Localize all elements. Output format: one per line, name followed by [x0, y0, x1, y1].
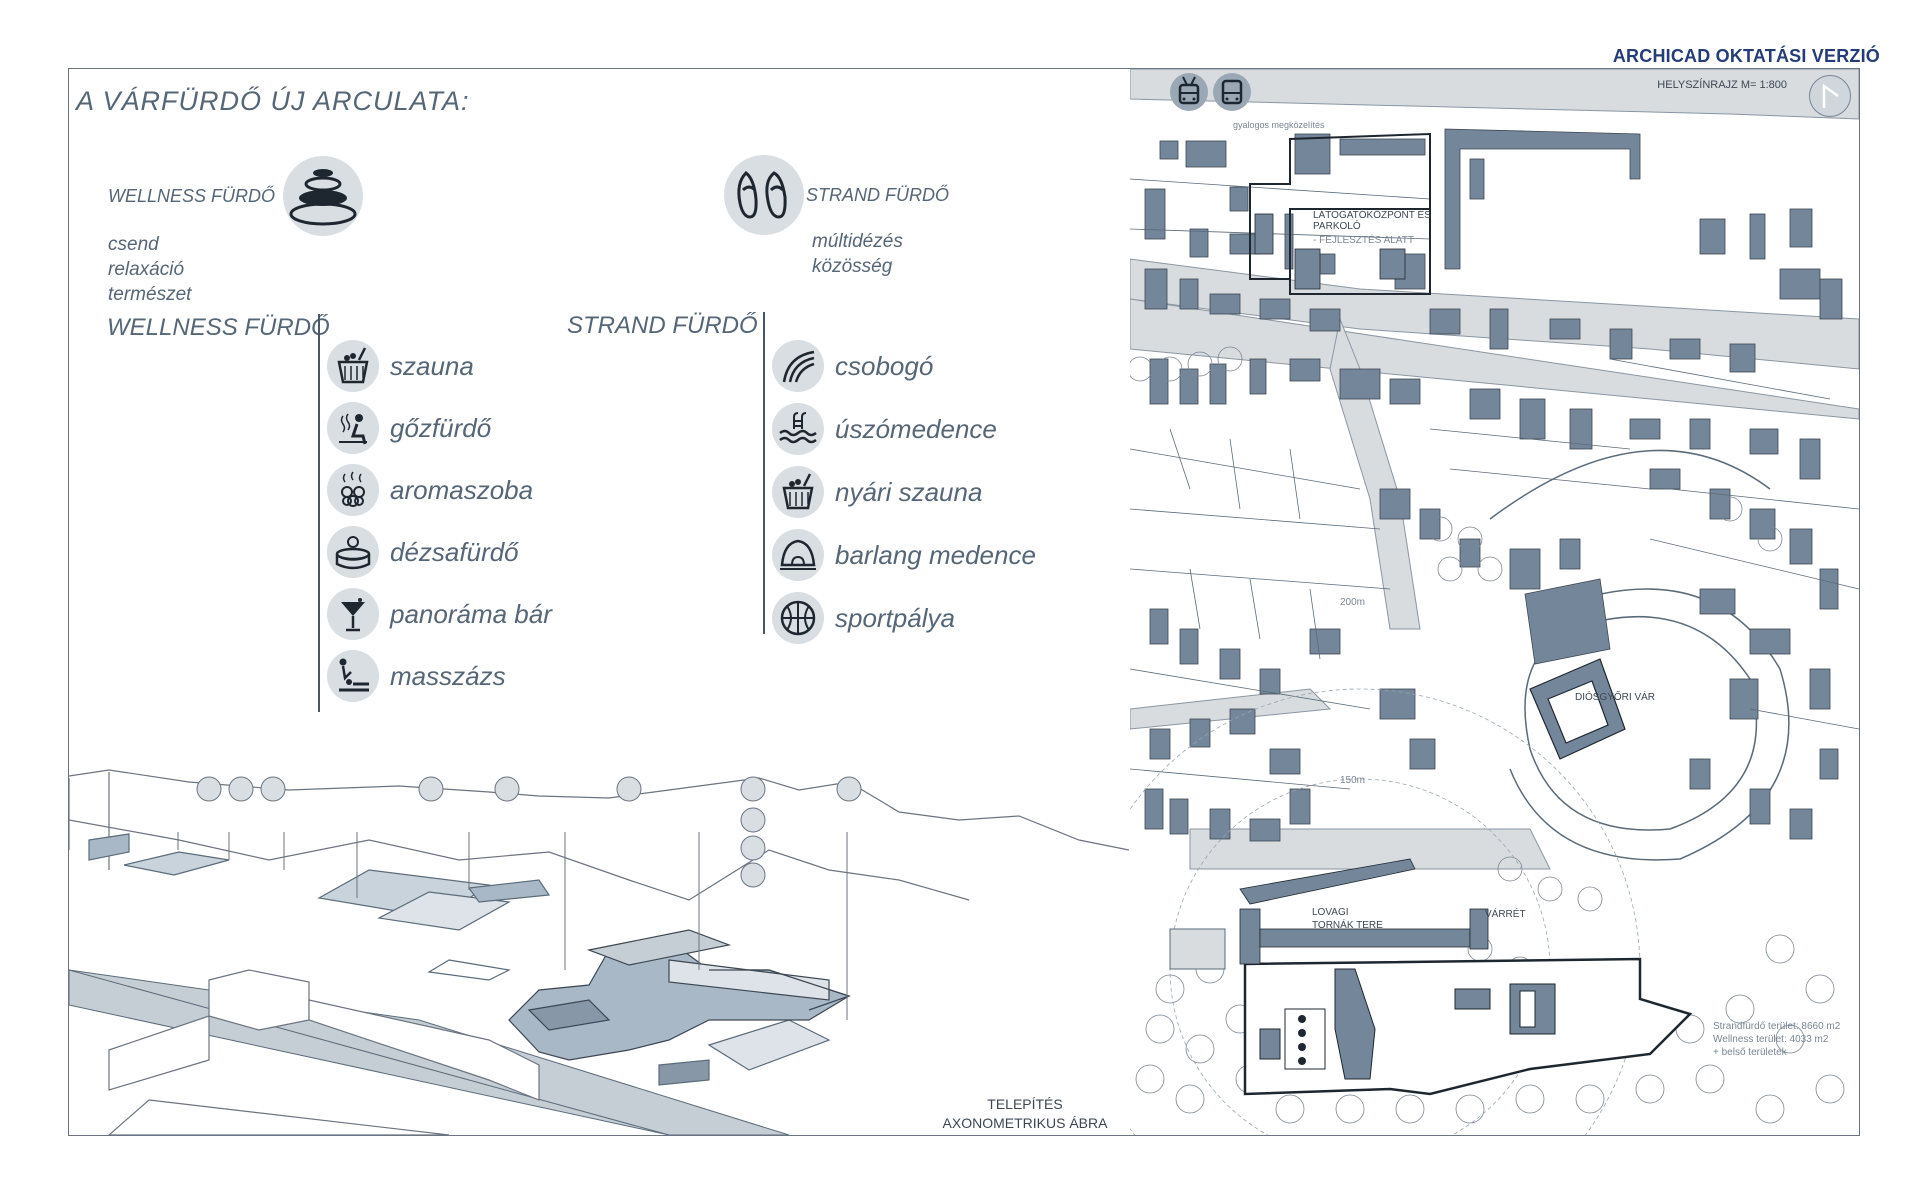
list-item: sportpálya [772, 590, 955, 646]
keyword: csend [108, 234, 159, 255]
castle [1529, 658, 1626, 760]
sheet-frame [68, 68, 1860, 1136]
bus-icon [1213, 73, 1251, 111]
site-dots [1298, 1015, 1306, 1065]
radius-label-200: 200m [1340, 597, 1366, 608]
list-item: szauna [327, 338, 474, 394]
list-item: aromaszoba [327, 462, 533, 518]
item-label: sportpálya [835, 602, 955, 633]
wellness-column-heading: WELLNESS FÜRDŐ [107, 314, 330, 341]
keyword: relaxáció [108, 259, 185, 280]
item-label: gőzfürdő [390, 412, 492, 443]
list-item: úszómedence [772, 401, 997, 457]
strand-column-heading: STRAND FÜRDŐ [567, 312, 758, 339]
wellness-keywords: csend relaxáció természet [108, 232, 191, 307]
fortress-wall [108, 969, 540, 1135]
item-label: szauna [390, 350, 474, 381]
watermark: ARCHICAD OKTATÁSI VERZIÓ [1612, 46, 1880, 66]
keyword: közösség [812, 256, 893, 277]
pools [88, 833, 831, 1086]
item-label: dézsafürdő [390, 536, 519, 567]
item-label: úszómedence [835, 413, 997, 444]
tree-circles [1130, 346, 1845, 1124]
castle-label: DIÓSGYŐRI VÁR [1575, 692, 1656, 703]
wellness-divider [318, 314, 320, 712]
caption-line: AXONOMETRIKUS ÁBRA [942, 1115, 1108, 1131]
list-item: barlang medence [772, 527, 1036, 583]
axonometric-drawing [69, 769, 1129, 1135]
keyword: természet [108, 284, 192, 305]
slippers-icon [724, 155, 804, 235]
radius-label-150: 150m [1340, 775, 1366, 786]
item-label: panoráma bár [390, 598, 552, 629]
stairs [1169, 928, 1226, 970]
steam-bath-icon [327, 402, 379, 454]
page-title: A VÁRFÜRDŐ ÚJ ARCULATA: [76, 86, 470, 116]
site-plan: HELYSZÍNRAJZ M= 1:800 gyalogos megközelí… [1130, 69, 1859, 1135]
north-arrow-icon [1809, 75, 1851, 117]
strand-keywords: múltidézés közösség [812, 229, 903, 279]
visitor-center-label: LÁTOGATÓKÖZPONT ÉS PARKOLÓ [1313, 210, 1431, 232]
item-label: barlang medence [835, 539, 1036, 570]
axonometric-caption: TELEPÍTÉS AXONOMETRIKUS ÁBRA [940, 1095, 1110, 1133]
wellness-concept-label: WELLNESS FÜRDŐ [108, 186, 276, 206]
square-buildings [1239, 858, 1489, 965]
cocktail-glass-icon [327, 588, 379, 640]
stone-stack-icon [283, 156, 363, 236]
pedestrian-label: gyalogos megközelítés [1233, 120, 1325, 130]
list-item: nyári szauna [772, 464, 982, 520]
list-item: panoráma bár [327, 586, 552, 642]
caption-line: TELEPÍTÉS [987, 1096, 1063, 1112]
list-item: gőzfürdő [327, 400, 491, 456]
callout-lines [177, 832, 848, 1020]
trolleybus-icon [1170, 73, 1208, 111]
list-item: dézsafürdő [327, 524, 519, 580]
strand-concept-label: STRAND FÜRDŐ [806, 185, 949, 205]
swimming-pool-icon [772, 403, 824, 455]
ball-icon [772, 592, 824, 644]
area-wellness: Wellness terület: 4033 m2 [1713, 1034, 1829, 1045]
visitor-center-buildings [1254, 213, 1406, 290]
scale-label: HELYSZÍNRAJZ M= 1:800 [1657, 79, 1787, 91]
massage-icon [327, 650, 379, 702]
site-plan-drawing [1130, 69, 1859, 1135]
list-item: masszázs [327, 648, 506, 704]
fountain-icon [772, 340, 824, 392]
tub-bath-icon [327, 526, 379, 578]
item-label: aromaszoba [390, 474, 534, 505]
visitor-center-sub: - FEJLESZTÉS ALATT [1313, 235, 1414, 246]
square-label-2: TORNÁK TERE [1312, 920, 1383, 931]
area-inner: + belső területek [1713, 1047, 1787, 1058]
item-label: csobogó [835, 350, 934, 381]
visitor-center [1249, 132, 1431, 295]
keyword: múltidézés [812, 231, 903, 252]
sauna-bucket-icon [327, 340, 379, 392]
cave-pool-icon [772, 529, 824, 581]
area-strand: Strandfürdő terület: 8660 m2 [1713, 1021, 1841, 1032]
aroma-room-icon [327, 464, 379, 516]
main-building [508, 929, 851, 1061]
castle-ring [1489, 449, 1790, 861]
moat-label: VÁRRÉT [1485, 909, 1526, 920]
item-label: masszázs [390, 660, 506, 691]
strand-divider [763, 312, 765, 634]
plot-lines [1130, 178, 1859, 790]
summer-sauna-icon [772, 466, 824, 518]
terrain-lines [69, 769, 1129, 901]
list-item: csobogó [772, 338, 933, 394]
buildings [1144, 128, 1843, 842]
item-label: nyári szauna [835, 476, 983, 507]
square-label-1: LOVAGI [1312, 907, 1349, 918]
callout-markers [196, 776, 862, 888]
